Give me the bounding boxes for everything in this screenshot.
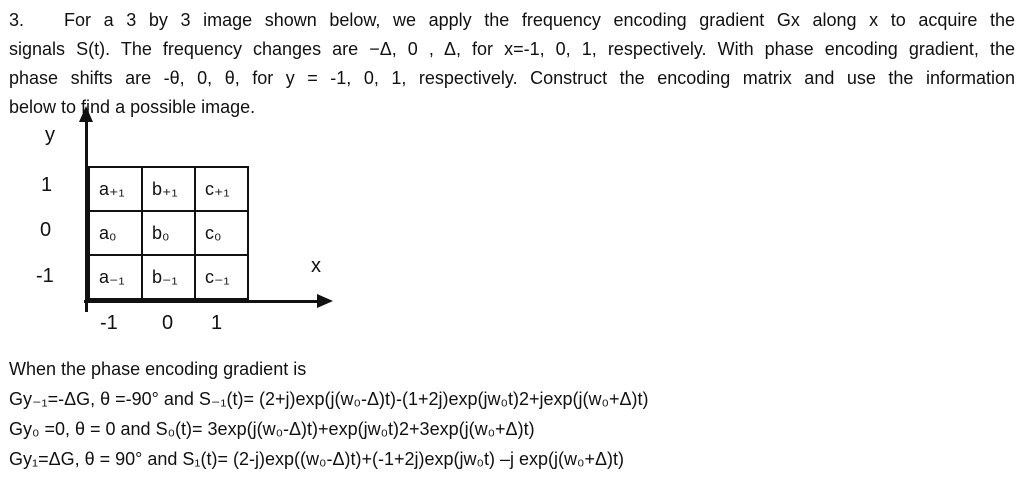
y-tick-label: -1 [36,265,54,287]
grid-cell: a₋₁ [90,256,143,300]
signal-equations: When the phase encoding gradient is Gy₋₁… [9,354,1015,474]
x-axis-line [84,300,318,303]
problem-statement: 3. For a 3 by 3 image shown below, we app… [9,6,1015,122]
pixel-grid: a₊₁ b₊₁ c₊₁ a₀ b₀ c₀ a₋₁ b₋₁ c₋₁ [88,166,249,300]
grid-cell: b₀ [143,212,196,256]
problem-line: signals S(t). The frequency changes are … [9,39,1015,59]
grid-cell: c₀ [196,212,249,256]
problem-line-text: For a 3 by 3 image shown below, we apply… [64,10,1015,30]
y-axis-line [85,118,88,312]
grid-cell: c₋₁ [196,256,249,300]
problem-line: below to find a possible image. [9,97,256,117]
equations-intro: When the phase encoding gradient is [9,359,307,379]
x-axis-arrowhead-icon [317,294,333,308]
x-axis-label: x [311,255,321,277]
grid-cell: a₊₁ [90,168,143,212]
x-tick-label: 0 [162,312,174,334]
grid-cell: b₋₁ [143,256,196,300]
problem-line: 3. For a 3 by 3 image shown below, we app… [9,6,1015,35]
problem-line: phase shifts are -θ, 0, θ, for y = -1, 0… [9,68,1015,88]
equation-line: Gy₁=ΔG, θ = 90° and S₁(t)= (2-j)exp((w₀-… [9,449,624,469]
problem-number: 3. [9,10,25,30]
y-tick-label: 0 [40,219,52,241]
x-tick-label: 1 [211,312,223,334]
grid-cell: b₊₁ [143,168,196,212]
y-axis-arrowhead-icon [79,106,93,122]
equation-line: Gy₀ =0, θ = 0 and S₀(t)= 3exp(j(w₀-Δ)t)+… [9,419,535,439]
x-tick-label: -1 [100,312,118,334]
y-tick-label: 1 [41,174,53,196]
grid-cell: c₊₁ [196,168,249,212]
equation-line: Gy₋₁=-ΔG, θ =-90° and S₋₁(t)= (2+j)exp(j… [9,389,649,409]
y-axis-label: y [45,124,55,146]
grid-cell: a₀ [90,212,143,256]
